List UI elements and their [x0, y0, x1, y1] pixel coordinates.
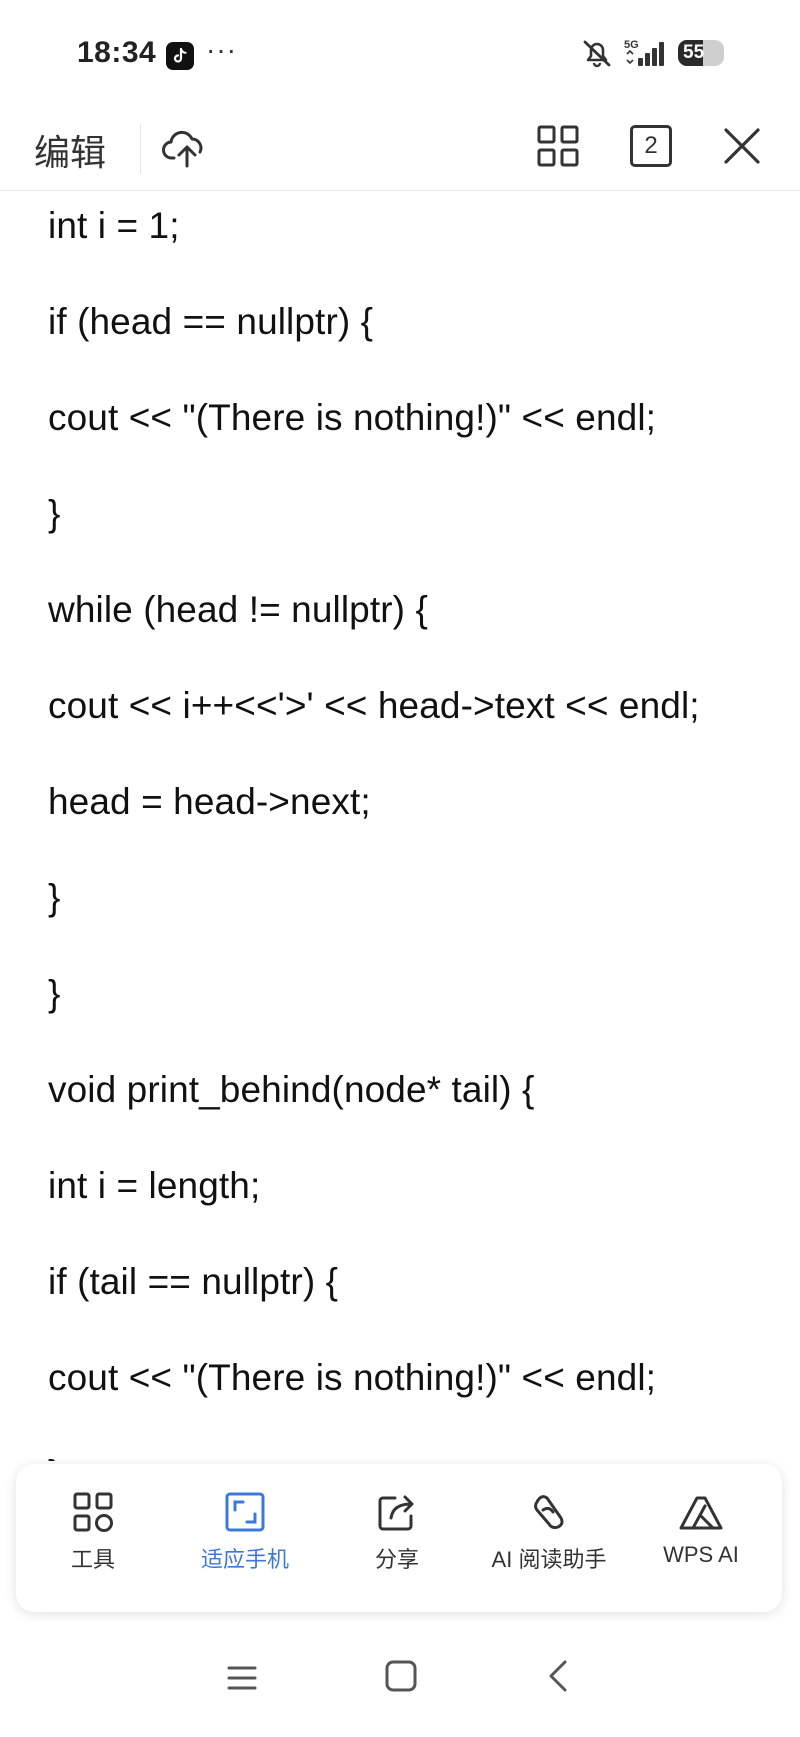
recent-apps-button[interactable] — [226, 1662, 258, 1699]
code-line: cout << "(There is nothing!)" << endl; — [48, 1357, 657, 1398]
code-line: head = head->next; — [48, 781, 371, 822]
page-count-button[interactable]: 2 — [630, 125, 672, 167]
battery-icon: 55 — [678, 40, 724, 66]
fit-screen-label: 适应手机 — [200, 1547, 289, 1572]
share-label: 分享 — [374, 1547, 419, 1572]
close-button[interactable] — [720, 124, 764, 173]
status-bar: 18:34 ··· 5G 55 — [0, 0, 800, 110]
bottom-action-bar: 工具 适应手机 分享 AI 阅读助手 WPS AI — [16, 1464, 782, 1612]
code-line: } — [48, 493, 61, 534]
status-icons: 5G 55 — [580, 38, 724, 68]
code-line: void print_behind(node* tail) { — [48, 1069, 535, 1110]
share-button[interactable]: 分享 — [322, 1490, 472, 1574]
home-button[interactable] — [383, 1658, 419, 1699]
code-line: } — [48, 1453, 60, 1461]
toolbar-divider — [140, 124, 141, 174]
mute-bell-icon — [580, 38, 614, 68]
back-button[interactable] — [543, 1658, 575, 1699]
tools-label: 工具 — [70, 1547, 115, 1572]
top-toolbar: 编辑 2 — [0, 110, 800, 191]
code-line: while (head != nullptr) { — [48, 589, 428, 630]
share-icon — [378, 1495, 414, 1531]
ai-reading-label: AI 阅读助手 — [491, 1547, 607, 1572]
tools-icon — [73, 1492, 113, 1532]
edit-button[interactable]: 编辑 — [34, 132, 107, 173]
ai-reading-button[interactable]: AI 阅读助手 — [474, 1490, 624, 1574]
status-time: 18:34 — [77, 36, 157, 69]
ai-reading-icon — [534, 1495, 564, 1530]
wps-ai-label: WPS AI — [663, 1542, 739, 1567]
signal-5g-icon: 5G — [624, 38, 668, 68]
wps-ai-button[interactable]: WPS AI — [626, 1490, 776, 1568]
tiktok-icon — [166, 42, 194, 70]
fit-screen-button[interactable]: 适应手机 — [170, 1490, 320, 1574]
document-content[interactable]: int i = 1; if (head == nullptr) { cout <… — [0, 191, 800, 1461]
battery-level: 55 — [683, 42, 705, 63]
code-line: int i = 1; — [48, 205, 180, 246]
code-line: } — [48, 877, 61, 918]
cloud-upload-button[interactable] — [160, 122, 210, 177]
grid-icon — [537, 125, 579, 167]
menu-icon — [227, 1666, 257, 1690]
system-nav-bar — [0, 1640, 800, 1737]
tools-button[interactable]: 工具 — [18, 1490, 168, 1574]
cloud-upload-icon — [162, 130, 203, 168]
grid-view-button[interactable] — [536, 124, 580, 173]
back-icon — [549, 1660, 567, 1692]
network-label: 5G — [624, 39, 639, 51]
wps-ai-icon — [679, 1496, 723, 1530]
code-line: int i = length; — [48, 1165, 261, 1206]
code-line: if (tail == nullptr) { — [48, 1261, 339, 1302]
code-line: } — [48, 973, 61, 1014]
fit-screen-icon — [225, 1492, 265, 1532]
close-icon — [724, 128, 760, 164]
home-icon — [385, 1660, 417, 1692]
code-line: if (head == nullptr) { — [48, 301, 374, 342]
status-more-dots: ··· — [206, 34, 237, 65]
code-line: cout << "(There is nothing!)" << endl; — [48, 397, 657, 438]
code-line: cout << i++<<'>' << head->text << endl; — [48, 685, 700, 726]
